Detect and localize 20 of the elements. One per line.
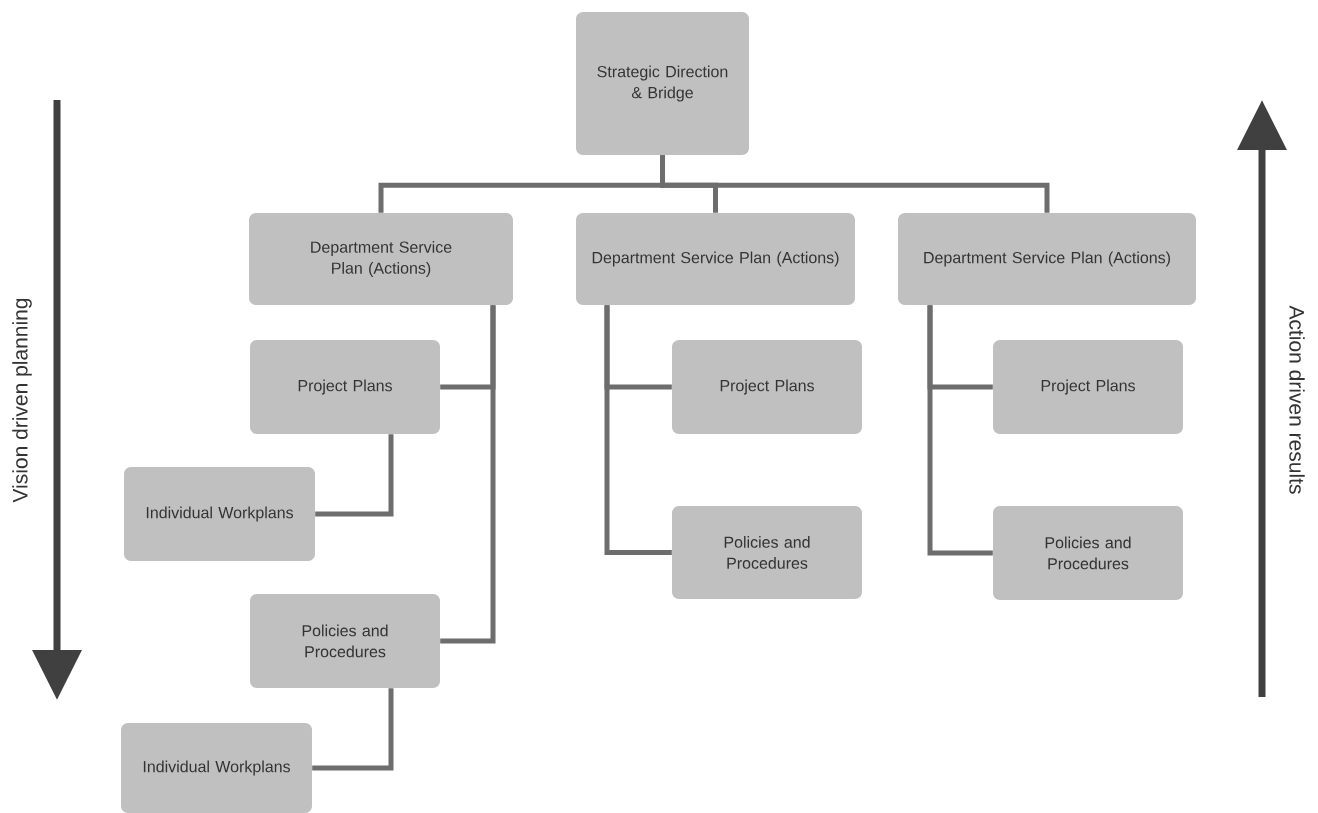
connector-line: [315, 434, 394, 517]
process-box: Project Plans: [250, 340, 440, 434]
connector-line: [440, 305, 496, 644]
axis-label: Vision driven planning: [12, 298, 32, 503]
process-box: Department Service Plan (Actions): [898, 213, 1196, 305]
process-box: Policies and Procedures: [250, 594, 440, 688]
axis-label: Action driven results: [1289, 305, 1305, 494]
process-box: Department Service Plan (Actions): [576, 213, 855, 305]
connector-line: [312, 688, 394, 771]
connector-line: [604, 305, 672, 555]
process-box: Project Plans: [672, 340, 862, 434]
process-box: Individual Workplans: [124, 467, 315, 561]
process-box: Department Service Plan (Actions): [249, 213, 513, 305]
process-box: Strategic Direction & Bridge: [576, 12, 749, 155]
connector-line: [927, 305, 993, 556]
process-box: Policies and Procedures: [672, 506, 862, 599]
connector-line: [660, 155, 1050, 213]
process-box: Policies and Procedures: [993, 506, 1183, 600]
process-box: Project Plans: [993, 340, 1183, 434]
process-box: Individual Workplans: [121, 723, 312, 813]
